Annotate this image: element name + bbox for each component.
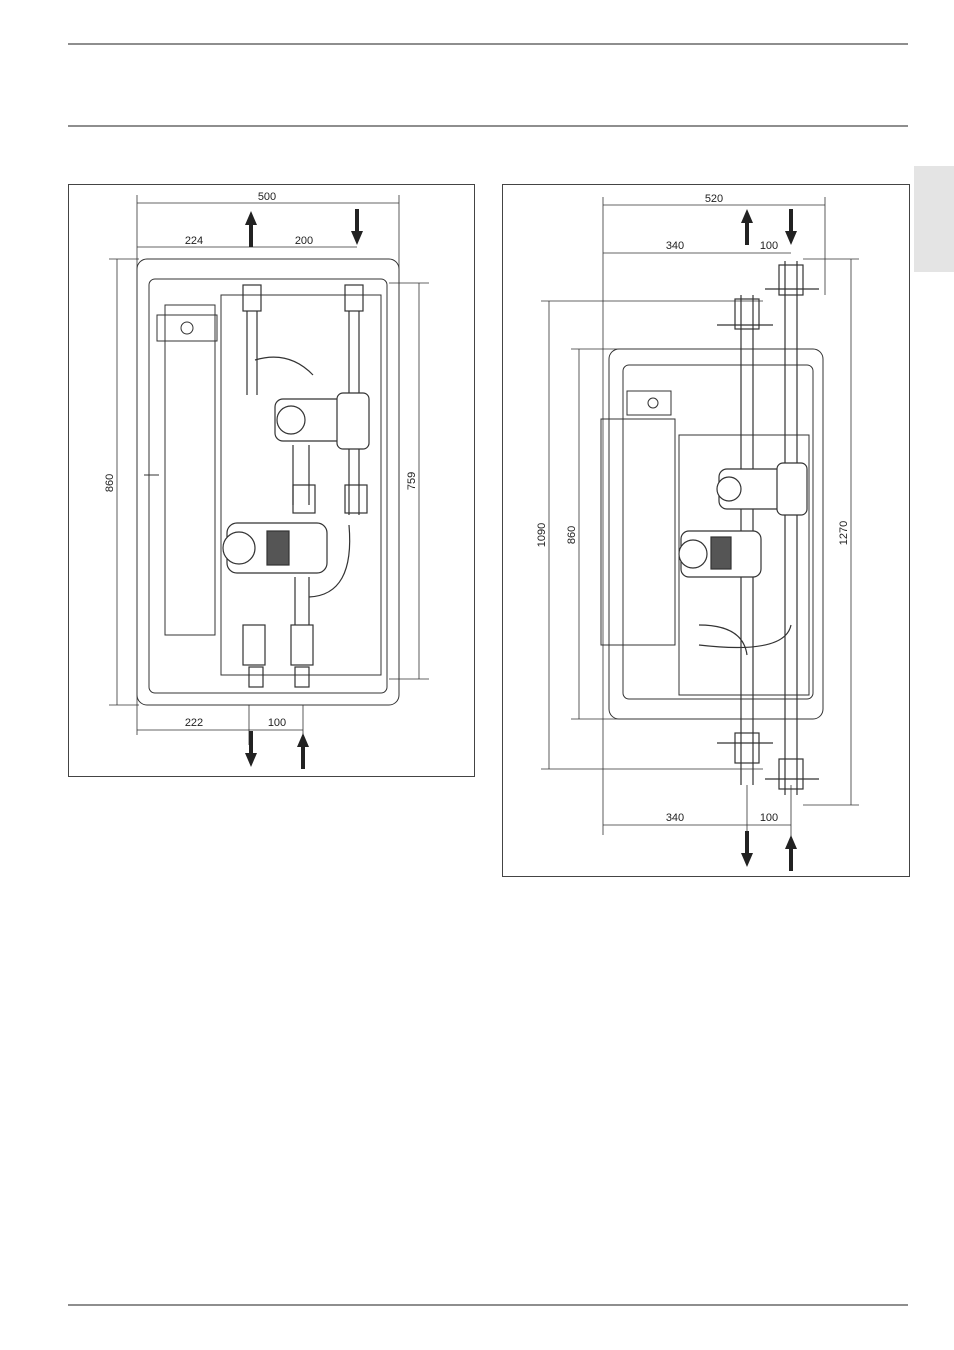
dim-top-left-offset: 340 (666, 240, 684, 252)
dim-top-left-offset: 224 (185, 235, 203, 247)
pump-upper (717, 463, 807, 515)
arrow-up-icon (245, 211, 257, 247)
dim-bottom-spacing: 100 (268, 717, 286, 729)
dim-height-1270: 1270 (838, 521, 850, 545)
pipework (699, 261, 819, 795)
footer-rule (68, 1304, 908, 1306)
header-rule-bottom (68, 125, 908, 127)
header-rule-top (68, 43, 908, 45)
arrow-down-icon (245, 731, 257, 767)
dim-top-spacing: 100 (760, 240, 778, 252)
section-tab (914, 166, 954, 272)
dim-inner-height: 759 (406, 472, 418, 490)
figure-left-drawing: 500 224 200 860 759 222 100 (69, 185, 474, 776)
station-housing (137, 259, 399, 705)
figure-right-drawing: 520 340 100 1090 860 1270 340 100 (503, 185, 909, 876)
dim-overall-width: 500 (258, 191, 276, 203)
arrow-down-icon (785, 209, 797, 245)
pump-lower (679, 531, 761, 577)
dim-bottom-spacing: 100 (760, 812, 778, 824)
dim-bottom-left-offset: 222 (185, 717, 203, 729)
arrow-up-icon (297, 733, 309, 769)
pump-upper (275, 393, 369, 449)
pipework (243, 285, 367, 687)
arrow-down-icon (741, 831, 753, 867)
arrow-up-icon (741, 209, 753, 245)
dim-height-860: 860 (566, 526, 578, 544)
dimension-lines (541, 197, 859, 841)
dim-height-1090: 1090 (536, 523, 548, 547)
dim-bottom-left-offset: 340 (666, 812, 684, 824)
dim-top-spacing: 200 (295, 235, 313, 247)
dim-overall-height: 860 (104, 474, 116, 492)
figure-left-panel: 500 224 200 860 759 222 100 (68, 184, 475, 777)
arrow-down-icon (351, 209, 363, 245)
pump-lower (223, 523, 327, 573)
arrow-up-icon (785, 835, 797, 871)
dim-overall-width: 520 (705, 193, 723, 205)
figure-right-panel: 520 340 100 1090 860 1270 340 100 (502, 184, 910, 877)
